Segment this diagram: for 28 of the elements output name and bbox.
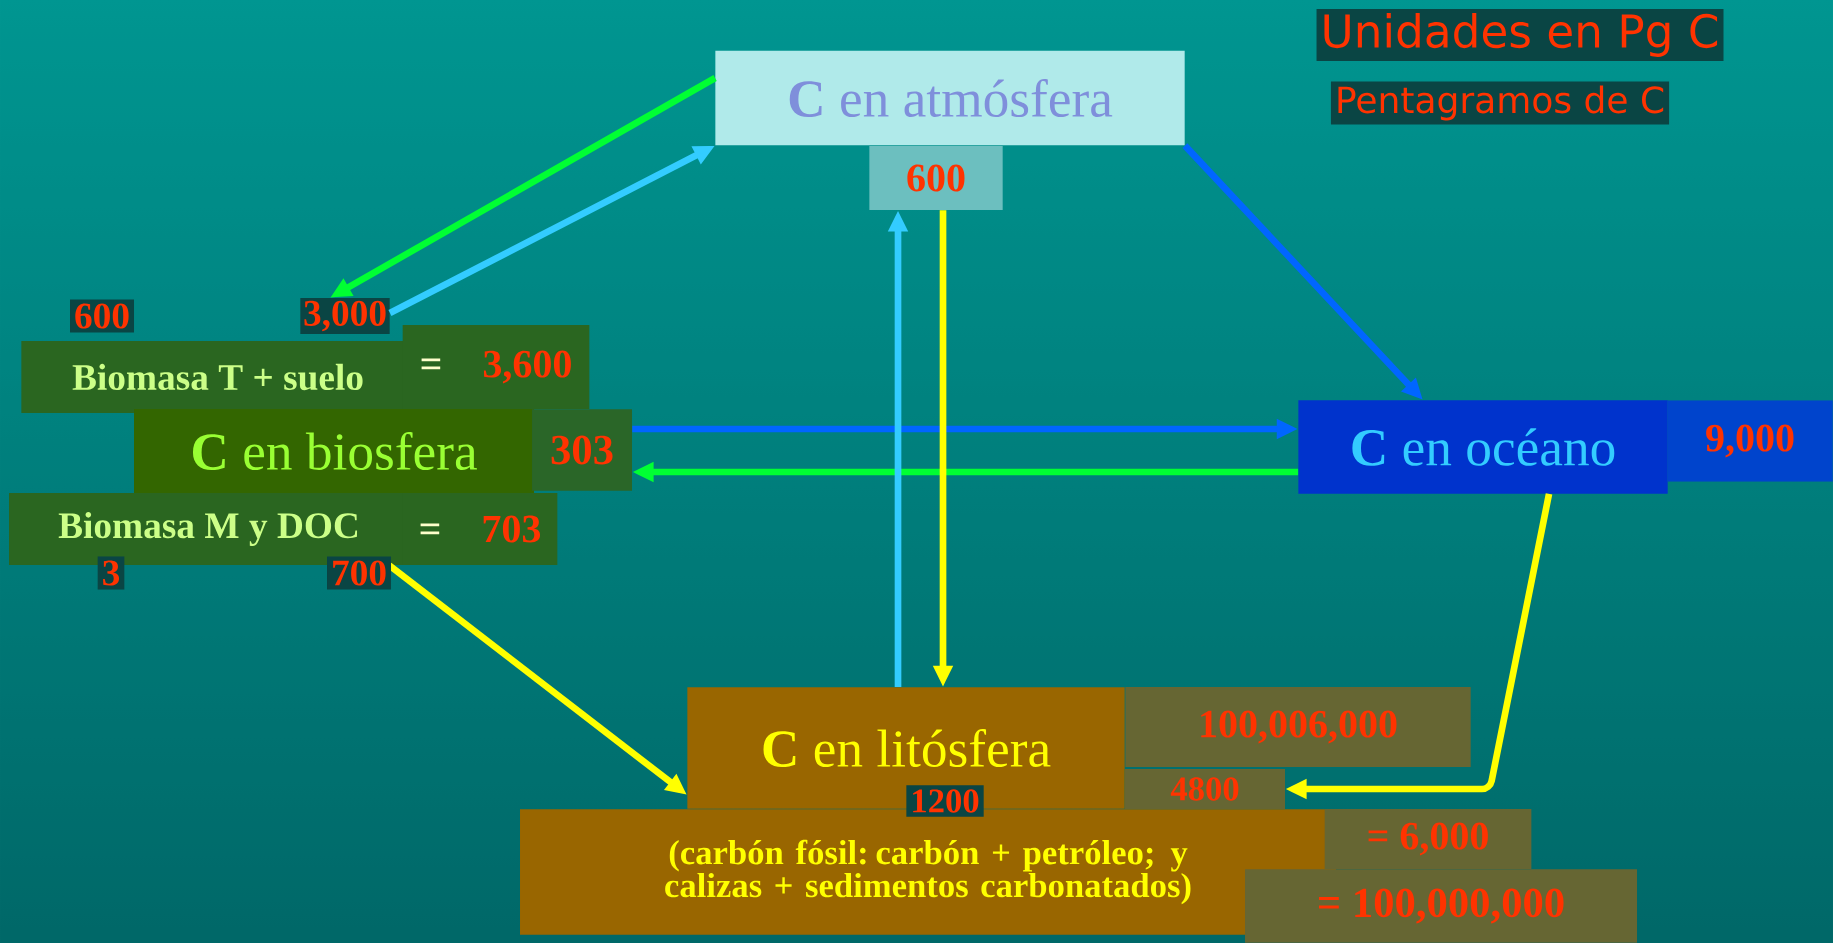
value-text: 600 [70, 299, 134, 333]
node-label: = 6,000 [1368, 822, 1488, 856]
node-label: C en litósfera [763, 728, 1051, 768]
value-box: 303 [532, 409, 632, 491]
node-label: Biomasa M y DOC [58, 512, 358, 546]
node-label: 3,600 [483, 350, 571, 384]
value-box: = 6,000 [1324, 809, 1532, 869]
node-label: 703 [483, 515, 541, 543]
title-text: Unidades en Pg C [1316, 9, 1724, 61]
node-label: = [421, 358, 441, 370]
node-label: Biomasa T + suelo [72, 363, 363, 391]
node-label: = [420, 523, 440, 535]
value-box: 600 [869, 146, 1003, 210]
value-box: = 3,600 [402, 325, 590, 409]
value-box: = 703 [402, 493, 558, 565]
subtitle-text: Pentagramos de C [1330, 81, 1670, 125]
value-box: 9,000 [1667, 400, 1833, 482]
process-box: C en biosfera [134, 409, 534, 493]
process-box: C en atmósfera [715, 50, 1185, 146]
value-text: 700 [327, 556, 391, 590]
process-box: Biomasa T + suelo [21, 341, 415, 413]
value-text: 3 [97, 556, 125, 590]
value-box: 100,006,000 [1125, 687, 1471, 767]
value-text: 1200 [906, 785, 984, 817]
node-label: 4800 [1170, 777, 1239, 801]
value-text: 3,000 [300, 298, 390, 334]
process-box: C en océano [1298, 400, 1668, 494]
value-box: 4800 [1125, 769, 1285, 809]
